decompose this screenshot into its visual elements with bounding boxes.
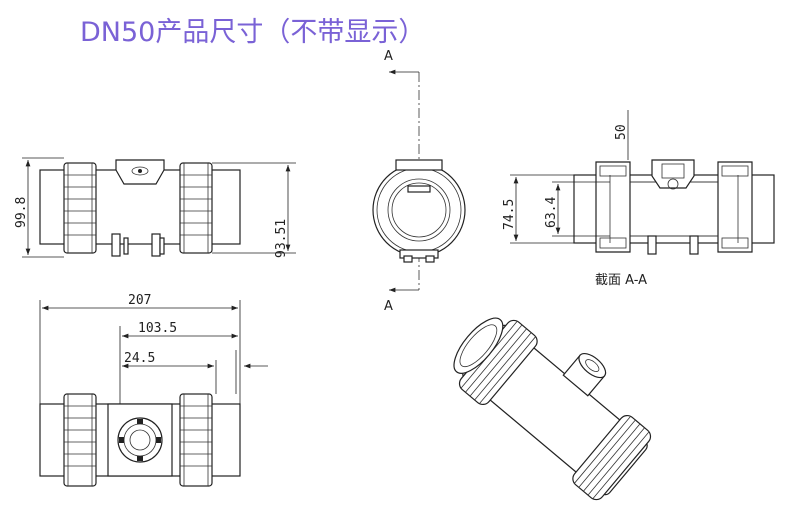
isometric-view (453, 317, 652, 501)
dim-height-left: 99.8 (14, 197, 29, 228)
dim-height-right: 93.51 (274, 219, 289, 258)
dim-total-length: 207 (128, 293, 151, 308)
front-view (22, 157, 296, 258)
dim-section-top: 50 (614, 124, 629, 140)
dim-section-inner: 63.4 (544, 197, 559, 228)
section-marker-bottom: A (384, 299, 393, 314)
dim-offset: 24.5 (124, 351, 155, 366)
end-view (372, 69, 466, 293)
top-view (39, 300, 268, 487)
dim-section-height: 74.5 (502, 199, 517, 230)
section-caption: 截面 A-A (595, 273, 647, 288)
page-title: DN50产品尺寸（不带显示） (80, 17, 426, 48)
section-marker-top: A (384, 49, 393, 64)
section-view (510, 110, 775, 255)
dim-half-length: 103.5 (138, 321, 177, 336)
